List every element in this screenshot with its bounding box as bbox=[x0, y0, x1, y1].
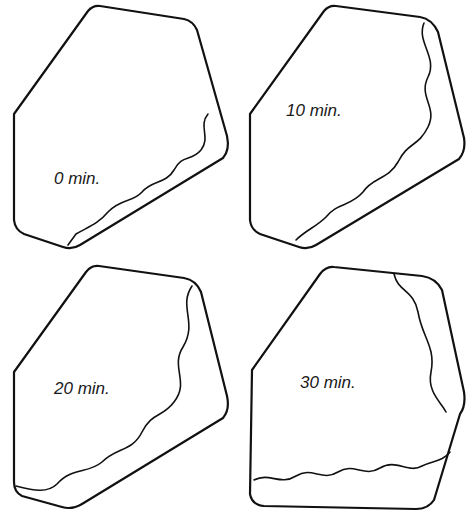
crystal-drawing bbox=[2, 2, 230, 252]
crystal-edge bbox=[14, 266, 228, 508]
time-label: 0 min. bbox=[54, 170, 100, 189]
crystal-outline: 10 min. bbox=[238, 2, 466, 252]
crystal-outline: 20 min. bbox=[2, 262, 230, 512]
dissolution-front bbox=[254, 452, 450, 480]
dissolution-front bbox=[296, 23, 431, 240]
dissolution-front bbox=[394, 274, 446, 412]
time-label: 20 min. bbox=[54, 380, 110, 399]
time-label: 10 min. bbox=[286, 102, 342, 121]
time-label: 30 min. bbox=[300, 374, 356, 393]
crystal-outline: 0 min. bbox=[2, 2, 230, 252]
crystal-drawing bbox=[238, 2, 466, 252]
crystal-outline: 30 min. bbox=[238, 262, 466, 512]
crystal-edge bbox=[250, 6, 464, 248]
crystal-drawing bbox=[2, 262, 230, 512]
dissolution-front bbox=[16, 286, 192, 490]
crystal-edge bbox=[250, 267, 465, 509]
crystal-edge bbox=[14, 6, 228, 248]
